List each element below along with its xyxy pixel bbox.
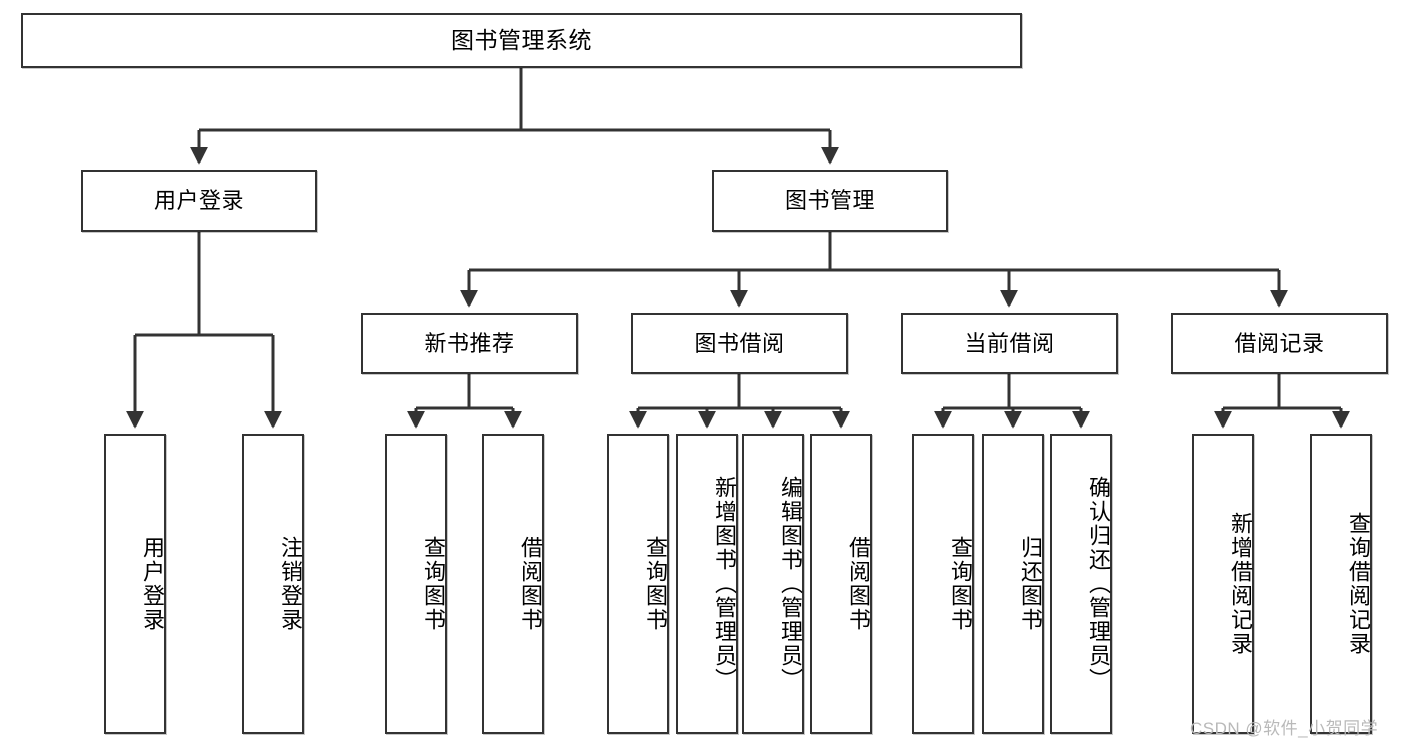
node-label: 归还图书: [1018, 536, 1043, 632]
leaf-query-book-borrow[interactable]: 查询图书: [607, 434, 669, 734]
node-book-borrow[interactable]: 图书借阅: [631, 313, 848, 374]
node-new-book-recommend[interactable]: 新书推荐: [361, 313, 578, 374]
leaf-confirm-return-admin[interactable]: 确认归还（管理员）: [1050, 434, 1112, 734]
node-label: 新书推荐: [424, 330, 515, 356]
leaf-user-login[interactable]: 用户登录: [104, 434, 166, 734]
leaf-add-borrow-record[interactable]: 新增借阅记录: [1192, 434, 1254, 734]
node-label: 当前借阅: [964, 330, 1055, 356]
node-label: 图书借阅: [694, 330, 785, 356]
node-label: 编辑图书（管理员）: [778, 476, 803, 692]
node-label: 借阅图书: [518, 536, 543, 632]
node-label: 用户登录: [140, 536, 165, 632]
node-borrow-record[interactable]: 借阅记录: [1171, 313, 1388, 374]
node-label: 注销登录: [278, 536, 303, 632]
node-label: 新增借阅记录: [1228, 512, 1253, 656]
node-label: 图书管理: [784, 188, 875, 214]
node-label: 查询图书: [643, 536, 668, 632]
leaf-logout[interactable]: 注销登录: [242, 434, 304, 734]
leaf-borrow-book-newbook[interactable]: 借阅图书: [482, 434, 544, 734]
node-root-system[interactable]: 图书管理系统: [21, 13, 1022, 68]
leaf-add-book-admin[interactable]: 新增图书（管理员）: [676, 434, 738, 734]
node-label: 新增图书（管理员）: [712, 476, 737, 692]
leaf-query-book-current[interactable]: 查询图书: [912, 434, 974, 734]
node-label: 查询图书: [948, 536, 973, 632]
watermark-text: CSDN @软件_小贺同学: [1190, 719, 1379, 738]
node-book-management[interactable]: 图书管理: [712, 170, 948, 232]
node-label: 借阅图书: [846, 536, 871, 632]
leaf-query-borrow-record[interactable]: 查询借阅记录: [1310, 434, 1372, 734]
leaf-query-book-newbook[interactable]: 查询图书: [385, 434, 447, 734]
node-label: 确认归还（管理员）: [1086, 476, 1111, 692]
node-label: 用户登录: [153, 188, 244, 214]
leaf-return-book[interactable]: 归还图书: [982, 434, 1044, 734]
leaf-edit-book-admin[interactable]: 编辑图书（管理员）: [742, 434, 804, 734]
leaf-borrow-book[interactable]: 借阅图书: [810, 434, 872, 734]
node-label: 查询图书: [421, 536, 446, 632]
node-label: 图书管理系统: [451, 27, 592, 54]
node-current-borrow[interactable]: 当前借阅: [901, 313, 1118, 374]
node-user-login[interactable]: 用户登录: [81, 170, 317, 232]
node-label: 借阅记录: [1234, 330, 1325, 356]
node-label: 查询借阅记录: [1346, 512, 1371, 656]
